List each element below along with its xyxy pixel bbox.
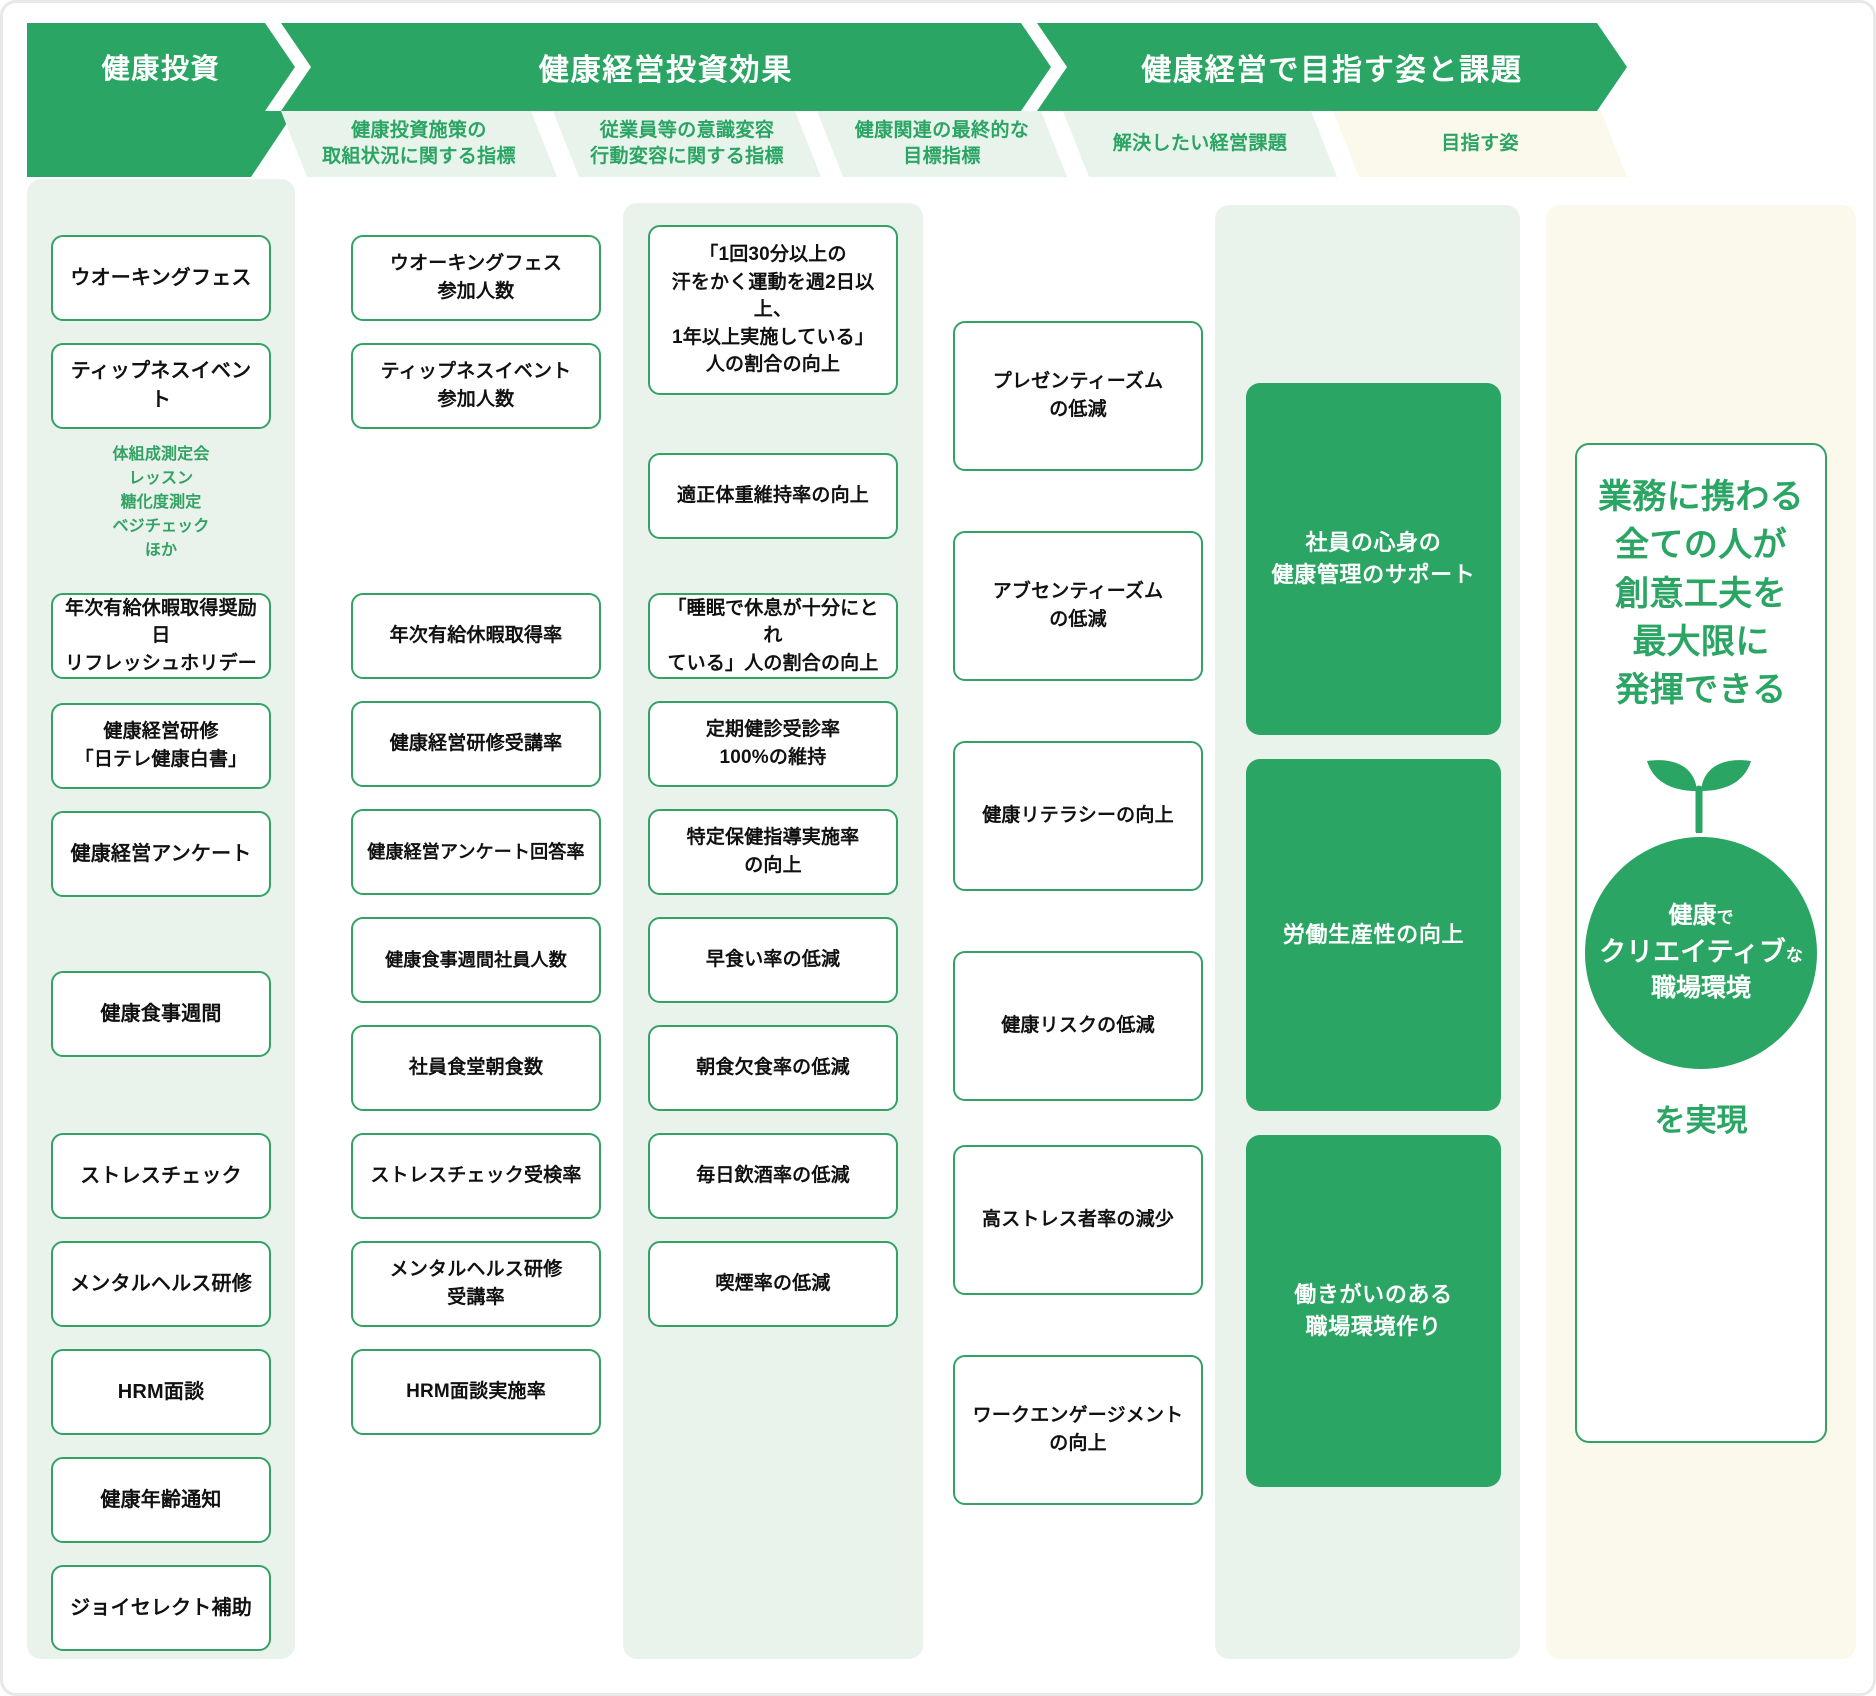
vision-circle-line-1: 健康で xyxy=(1668,902,1734,930)
card-health-survey-response[interactable]: 健康経営アンケート回答率 xyxy=(351,809,601,895)
card-work-engagement[interactable]: ワークエンゲージメント の向上 xyxy=(953,1355,1203,1505)
card-smoking-rate[interactable]: 喫煙率の低減 xyxy=(648,1241,898,1327)
sprout-icon xyxy=(1641,755,1761,838)
card-walking-fes-participants[interactable]: ウオーキングフェス 参加人数 xyxy=(351,235,601,321)
subband-target-vision-label: 目指す姿 xyxy=(1441,133,1519,155)
card-healthy-meal-week[interactable]: 健康食事週間 xyxy=(51,971,271,1057)
card-paid-leave-day[interactable]: 年次有給休暇取得奨励日 リフレッシュホリデー xyxy=(51,593,271,679)
card-stress-check[interactable]: ストレスチェック xyxy=(51,1133,271,1219)
band-investment-effect: 健康経営投資効果 xyxy=(281,23,1051,111)
card-tipness-detail: 体組成測定会 レッスン 糖化度測定 ベジチェック ほか xyxy=(51,433,271,573)
band-health-investment: 健康投資 xyxy=(27,23,295,111)
header-main-bands: 健康投資 健康経営投資効果 健康経営で目指す姿と課題 xyxy=(27,23,1855,111)
card-high-stress-ratio[interactable]: 高ストレス者率の減少 xyxy=(953,1145,1203,1295)
subband-management-issues: 解決したい経営課題 xyxy=(1063,111,1337,177)
card-absenteeism[interactable]: アブセンティーズム の低減 xyxy=(953,531,1203,681)
vision-footer: を実現 xyxy=(1654,1103,1748,1138)
band-goals-and-issues: 健康経営で目指す姿と課題 xyxy=(1037,23,1627,111)
card-health-literacy[interactable]: 健康リテラシーの向上 xyxy=(953,741,1203,891)
vision-circle-line-3: 職場環境 xyxy=(1650,974,1751,1003)
card-checkup-rate[interactable]: 定期健診受診率 100%の維持 xyxy=(648,701,898,787)
card-health-age-notice[interactable]: 健康年齢通知 xyxy=(51,1457,271,1543)
band-investment-effect-label: 健康経営投資効果 xyxy=(538,54,794,87)
card-exercise-habit[interactable]: 「1回30分以上の 汗をかく運動を週2日以上、 1年以上実施している」 人の割合… xyxy=(648,225,898,395)
card-specific-guidance[interactable]: 特定保健指導実施率 の向上 xyxy=(648,809,898,895)
card-healthy-meal-week-participants[interactable]: 健康食事週間社員人数 xyxy=(351,917,601,1003)
card-daily-drinking[interactable]: 毎日飲酒率の低減 xyxy=(648,1133,898,1219)
subband-policy-status-label: 健康投資施策の取組状況に関する指標 xyxy=(322,120,516,167)
card-proper-weight[interactable]: 適正体重維持率の向上 xyxy=(648,453,898,539)
subband-final-target-label: 健康関連の最終的な目標指標 xyxy=(854,120,1030,167)
card-skip-breakfast[interactable]: 朝食欠食率の低減 xyxy=(648,1025,898,1111)
vision-circle: 健康で クリエイティブな 職場環境 xyxy=(1585,837,1817,1069)
card-hrm-interview-rate[interactable]: HRM面談実施率 xyxy=(351,1349,601,1435)
card-tipness-event-participants[interactable]: ティップネスイベント 参加人数 xyxy=(351,343,601,429)
vision-circle-line-2: クリエイティブな xyxy=(1599,937,1803,968)
vision-headline: 業務に携わる 全ての人が 創意工夫を 最大限に 発揮できる xyxy=(1597,478,1805,710)
subband-management-issues-label: 解決したい経営課題 xyxy=(1112,133,1288,155)
subband-awareness-behavior-label: 従業員等の意識変容行動変容に関する指標 xyxy=(590,120,784,167)
card-walking-fes[interactable]: ウオーキングフェス xyxy=(51,235,271,321)
card-mind-body-support[interactable]: 社員の心身の 健康管理のサポート xyxy=(1246,383,1501,735)
subband-target-vision: 目指す姿 xyxy=(1333,111,1627,177)
card-health-risk[interactable]: 健康リスクの低減 xyxy=(953,951,1203,1101)
card-hrm-interview[interactable]: HRM面談 xyxy=(51,1349,271,1435)
card-health-training-attendance[interactable]: 健康経営研修受講率 xyxy=(351,701,601,787)
tipness-detail-text: 体組成測定会 レッスン 糖化度測定 ベジチェック ほか xyxy=(112,446,210,559)
card-presenteeism[interactable]: プレゼンティーズム の低減 xyxy=(953,321,1203,471)
header-sub-bands: 健康投資施策の取組状況に関する指標 従業員等の意識変容行動変容に関する指標 健康… xyxy=(27,111,1855,177)
card-sleep-rest[interactable]: 「睡眠で休息が十分にとれ ている」人の割合の向上 xyxy=(648,593,898,679)
subband-final-target: 健康関連の最終的な目標指標 xyxy=(817,111,1067,177)
card-health-training[interactable]: 健康経営研修 「日テレ健康白書」 xyxy=(51,703,271,789)
card-stress-check-rate[interactable]: ストレスチェック受検率 xyxy=(351,1133,601,1219)
card-cafeteria-breakfast-count[interactable]: 社員食堂朝食数 xyxy=(351,1025,601,1111)
card-labor-productivity[interactable]: 労働生産性の向上 xyxy=(1246,759,1501,1111)
card-fast-eating[interactable]: 早食い率の低減 xyxy=(648,917,898,1003)
band-health-investment-extension xyxy=(27,111,295,177)
vision-panel: 業務に携わる 全ての人が 創意工夫を 最大限に 発揮できる 健康で クリエイティ… xyxy=(1575,443,1827,1443)
card-mental-health-training[interactable]: メンタルヘルス研修 xyxy=(51,1241,271,1327)
band-goals-and-issues-label: 健康経営で目指す姿と課題 xyxy=(1141,54,1523,87)
card-rewarding-workplace[interactable]: 働きがいのある 職場環境作り xyxy=(1246,1135,1501,1487)
card-mental-health-training-rate[interactable]: メンタルヘルス研修 受講率 xyxy=(351,1241,601,1327)
subband-awareness-behavior: 従業員等の意識変容行動変容に関する指標 xyxy=(553,111,821,177)
card-health-survey[interactable]: 健康経営アンケート xyxy=(51,811,271,897)
card-joy-select-subsidy[interactable]: ジョイセレクト補助 xyxy=(51,1565,271,1651)
band-health-investment-label: 健康投資 xyxy=(101,53,221,84)
card-paid-leave-rate[interactable]: 年次有給休暇取得率 xyxy=(351,593,601,679)
subband-policy-status: 健康投資施策の取組状況に関する指標 xyxy=(281,111,557,177)
card-tipness-event[interactable]: ティップネスイベント xyxy=(51,343,271,429)
